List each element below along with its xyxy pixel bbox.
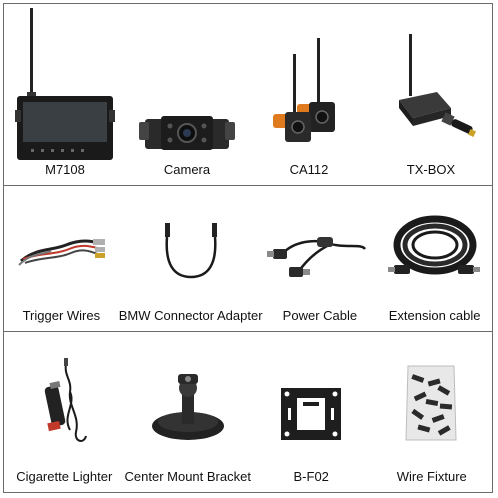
item-b-f02: B-F02 — [251, 332, 372, 492]
row-main-units: M7108 Camera — [4, 4, 492, 185]
item-label: Trigger Wires — [22, 308, 101, 323]
item-label: BMW Connector Adapter — [118, 308, 263, 323]
mount-bracket-icon — [125, 332, 251, 470]
transmitter-box-icon — [370, 4, 492, 163]
item-cigarette-lighter: Cigarette Lighter — [4, 332, 125, 492]
power-cable-icon — [263, 186, 378, 309]
item-tx-box: TX-BOX — [370, 4, 492, 185]
trigger-wires-icon — [4, 186, 119, 309]
item-bmw-connector-adapter: BMW Connector Adapter — [119, 186, 263, 331]
item-ca112: CA112 — [248, 4, 370, 185]
item-label: Power Cable — [282, 308, 358, 323]
product-grid-frame — [3, 3, 493, 493]
monitor-icon — [4, 4, 126, 163]
wire-fixture-icon — [371, 332, 492, 470]
item-label: TX-BOX — [406, 162, 456, 177]
item-label: Wire Fixture — [396, 469, 467, 484]
item-center-mount-bracket: Center Mount Bracket — [125, 332, 251, 492]
item-power-cable: Power Cable — [263, 186, 378, 331]
item-wire-fixture: Wire Fixture — [371, 332, 492, 492]
camera-icon — [126, 4, 248, 163]
item-label: CA112 — [289, 162, 329, 177]
item-label: Center Mount Bracket — [124, 469, 251, 484]
item-extension-cable: Extension cable — [377, 186, 492, 331]
row-divider — [3, 331, 493, 332]
item-camera: Camera — [126, 4, 248, 185]
item-trigger-wires: Trigger Wires — [4, 186, 119, 331]
item-m7108: M7108 — [4, 4, 126, 185]
item-label: B-F02 — [293, 469, 329, 484]
wireless-camera-icon — [248, 4, 370, 163]
row-divider — [3, 185, 493, 186]
row-cables: Trigger Wires BMW Connector Adapter Powe… — [4, 186, 492, 331]
bracket-plate-icon — [251, 332, 372, 470]
connector-adapter-icon — [119, 186, 263, 309]
row-accessories: Cigarette Lighter Center Mount Bracket — [4, 332, 492, 492]
cigarette-lighter-icon — [4, 332, 125, 470]
item-label: Cigarette Lighter — [16, 469, 113, 484]
item-label: Camera — [163, 162, 211, 177]
extension-cable-icon — [377, 186, 492, 309]
item-label: Extension cable — [388, 308, 481, 323]
item-label: M7108 — [45, 162, 85, 177]
